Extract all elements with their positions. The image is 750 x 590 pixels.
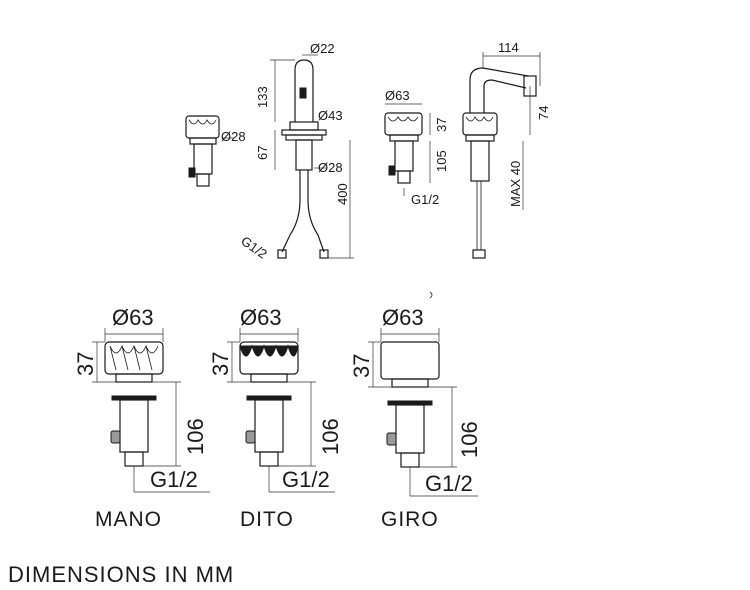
right-handle-drawing [384, 103, 431, 196]
dito-diameter-label: Ø63 [240, 305, 282, 330]
spout-height-label: 133 [255, 86, 270, 108]
mano-height-label: 37 [73, 352, 98, 376]
bidet-height-label: 74 [536, 106, 551, 120]
side-handle-drawing [185, 115, 234, 187]
right-thread-label: G1/2 [411, 192, 439, 207]
mano-handle-drawing [92, 328, 210, 493]
giro-name: GIRO [381, 508, 439, 531]
right-handle-height-label: 37 [434, 118, 449, 132]
right-shank-height-label: 105 [434, 150, 449, 172]
dito-shank-label: 106 [318, 418, 343, 455]
base-diameter-label: Ø43 [318, 108, 343, 123]
bidet-max-label: MAX 40 [508, 161, 523, 207]
bidet-mixer-drawing [462, 52, 541, 259]
mano-thread-label: G1/2 [150, 467, 198, 492]
dito-handle-drawing [227, 328, 335, 493]
giro-handle-drawing [368, 328, 478, 497]
side-handle-diameter-label: Ø28 [221, 129, 246, 144]
base-height-label: 67 [255, 146, 270, 160]
spout-top-diameter-label: Ø22 [310, 41, 335, 56]
mano-shank-label: 106 [183, 418, 208, 455]
bidet-reach-label: 114 [498, 40, 519, 55]
giro-height-label: 37 [349, 354, 374, 378]
giro-diameter-label: Ø63 [382, 305, 424, 330]
mano-name: MANO [95, 508, 162, 531]
mano-diameter-label: Ø63 [112, 305, 154, 330]
dito-name: DITO [240, 508, 294, 531]
giro-shank-label: 106 [457, 421, 482, 458]
giro-thread-label: G1/2 [425, 471, 473, 496]
spout-drawing [270, 54, 354, 259]
dito-thread-label: G1/2 [282, 467, 330, 492]
stray-mark [429, 291, 433, 299]
dimensions-footer: DIMENSIONS IN MM [8, 562, 234, 587]
hose-thread-label: G1/2 [238, 233, 270, 261]
shank-diameter-label: Ø28 [318, 160, 343, 175]
hose-length-label: 400 [335, 183, 350, 205]
dito-height-label: 37 [208, 352, 233, 376]
right-handle-diameter-label: Ø63 [385, 88, 410, 103]
